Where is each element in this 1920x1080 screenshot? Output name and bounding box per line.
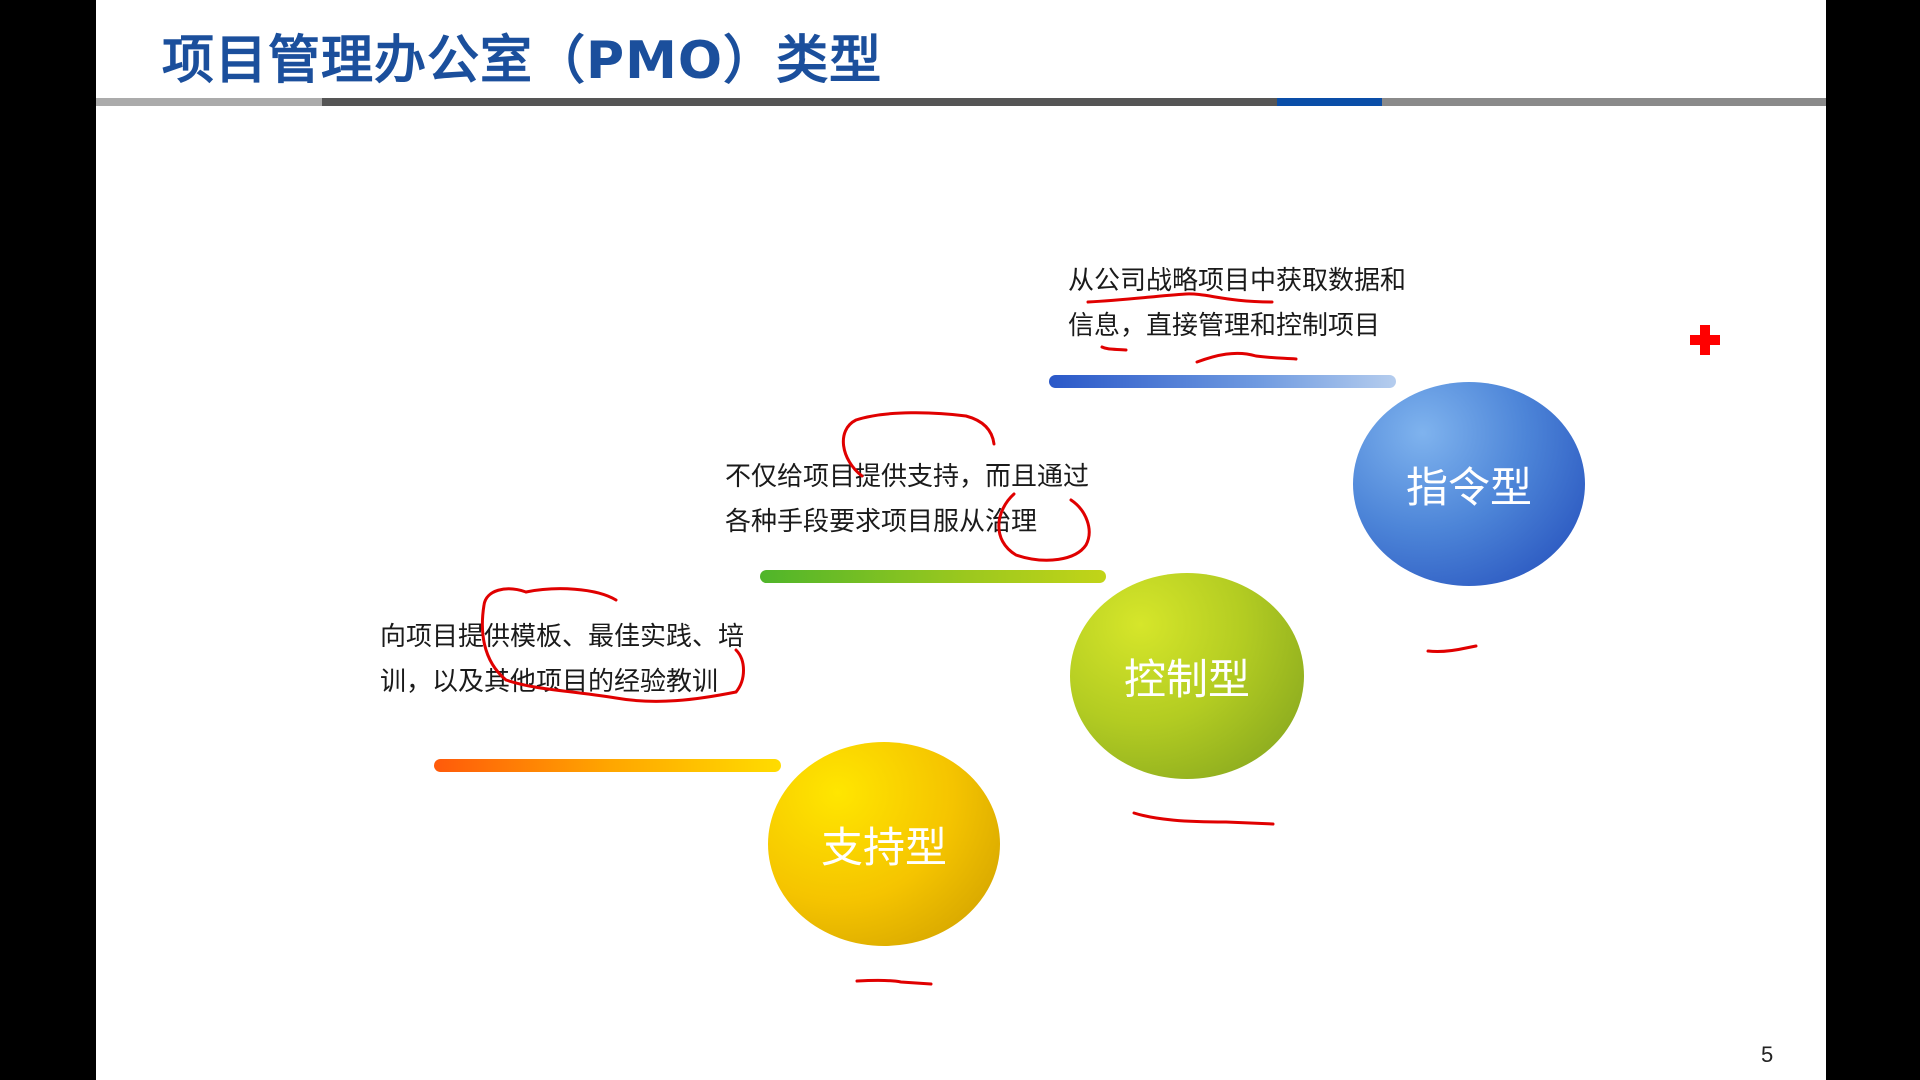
underline-annotation bbox=[1426, 644, 1478, 654]
directive-type-label: 指令型 bbox=[1405, 462, 1532, 512]
directive-description: 从公司战略项目中获取数据和 信息，直接管理和控制项目 bbox=[1068, 259, 1406, 349]
slide-title: 项目管理办公室（PMO）类型 bbox=[162, 31, 883, 91]
title-divider-segment bbox=[1382, 98, 1826, 106]
underline-annotation bbox=[1132, 811, 1275, 826]
description-line: 从公司战略项目中获取数据和 bbox=[1068, 266, 1407, 296]
directive-bar bbox=[1049, 375, 1396, 388]
circle-annotation bbox=[524, 587, 618, 602]
description-line: 各种手段要求项目服从治理 bbox=[725, 507, 1038, 537]
red-plus-cursor-icon bbox=[1690, 325, 1720, 355]
controlling-description: 不仅给项目提供支持，而且通过 各种手段要求项目服从治理 bbox=[725, 455, 1089, 545]
supportive-bar bbox=[434, 759, 781, 772]
description-line: 向项目提供模板、最佳实践、培 bbox=[380, 622, 745, 652]
title-divider-segment bbox=[322, 98, 1277, 106]
directive-type-circle: 指令型 bbox=[1353, 382, 1585, 586]
underline-annotation bbox=[1195, 351, 1298, 364]
supportive-type-label: 支持型 bbox=[820, 822, 947, 872]
controlling-type-circle: 控制型 bbox=[1070, 573, 1304, 779]
slide: 项目管理办公室（PMO）类型 从公司战略项目中获取数据和 信息，直接管理和控制项… bbox=[96, 0, 1826, 1080]
underline-annotation bbox=[855, 978, 933, 986]
title-divider-accent bbox=[1277, 98, 1382, 106]
controlling-bar bbox=[760, 570, 1106, 583]
page-number: 5 bbox=[1761, 1042, 1774, 1067]
title-divider-segment bbox=[96, 98, 322, 106]
description-line: 不仅给项目提供支持，而且通过 bbox=[725, 462, 1090, 492]
supportive-description: 向项目提供模板、最佳实践、培 训，以及其他项目的经验教训 bbox=[380, 615, 744, 705]
supportive-type-circle: 支持型 bbox=[768, 742, 1000, 946]
description-line: 信息，直接管理和控制项目 bbox=[1068, 311, 1381, 341]
controlling-type-label: 控制型 bbox=[1123, 654, 1250, 704]
description-line: 训，以及其他项目的经验教训 bbox=[380, 667, 719, 697]
